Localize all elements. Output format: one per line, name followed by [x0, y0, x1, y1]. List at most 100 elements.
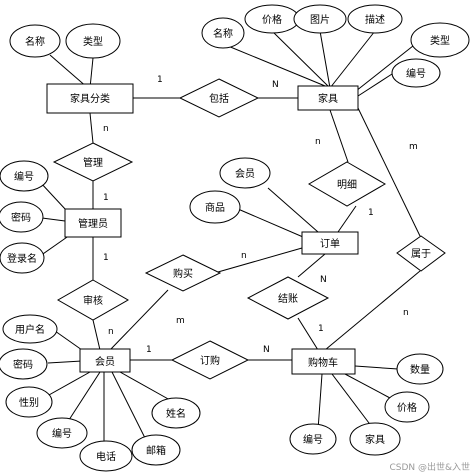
relationship-detail-label: 明细 [337, 178, 357, 191]
watermark: CSDN @出世&入世 [389, 463, 470, 473]
edge-order-settle [297, 253, 326, 278]
svg-text:密码: 密码 [11, 211, 31, 224]
edge-admin-login [39, 234, 71, 257]
edge-member-password [47, 360, 83, 364]
attr-furniture-name: 名称 [201, 17, 245, 49]
attr-member-name: 姓名 [151, 397, 201, 429]
card-belongs-furniture: m [409, 142, 418, 152]
edge-admin-id [39, 181, 67, 211]
edge-cart-furniture [331, 373, 373, 428]
card-contains-furniture: N [272, 80, 279, 90]
edge-furniture-detail [329, 109, 349, 163]
card-audit-member: n [108, 327, 114, 337]
attr-furniture-price: 价格 [244, 4, 300, 34]
svg-text:编号: 编号 [303, 433, 323, 446]
edge-furniture-type [355, 41, 419, 92]
entity-order-label: 订单 [320, 238, 340, 250]
card-audit-admin: 1 [103, 253, 109, 263]
attr-member-email: 邮箱 [131, 434, 181, 466]
svg-text:姓名: 姓名 [166, 407, 186, 420]
attr-member-password: 密码 [0, 348, 48, 380]
svg-text:图片: 图片 [310, 13, 330, 26]
relationship-settle[interactable]: 结账 [246, 276, 330, 320]
card-belongs-cart: n [403, 308, 409, 318]
card-purchase-order: n [241, 251, 247, 261]
svg-text:登录名: 登录名 [7, 252, 37, 265]
attr-order-member: 会员 [219, 157, 271, 189]
relationship-place-order-label: 订购 [200, 354, 220, 367]
entity-furniture[interactable]: 家具 [297, 85, 359, 111]
entity-admin[interactable]: 管理员 [64, 208, 122, 238]
svg-text:性别: 性别 [19, 396, 39, 409]
svg-text:名称: 名称 [213, 27, 233, 40]
relationship-place-order[interactable]: 订购 [170, 340, 250, 380]
attr-member-username: 用户名 [2, 314, 58, 344]
svg-text:邮箱: 邮箱 [146, 444, 166, 457]
edge-belongs-cart [324, 270, 421, 351]
attr-admin-password: 密码 [0, 201, 44, 233]
relationship-audit[interactable]: 审核 [56, 279, 130, 321]
relationship-manage[interactable]: 管理 [52, 142, 134, 182]
svg-text:会员: 会员 [235, 167, 255, 180]
edge-member-email [111, 371, 146, 439]
relationship-contains[interactable]: 包括 [178, 78, 260, 118]
svg-text:类型: 类型 [83, 35, 103, 48]
entity-furniture-label: 家具 [318, 92, 338, 105]
edge-order-member [267, 187, 319, 233]
edges [39, 30, 421, 443]
relationship-contains-label: 包括 [209, 92, 229, 105]
edge-admin-password [41, 217, 66, 222]
card-settle-cart: 1 [318, 324, 324, 334]
svg-text:编号: 编号 [52, 427, 72, 440]
edge-category-type [89, 57, 94, 89]
edge-furniture-image [319, 30, 331, 89]
attr-admin-login: 登录名 [0, 242, 45, 274]
attr-member-gender: 性别 [5, 386, 53, 418]
card-manage-admin: 1 [103, 193, 109, 203]
entity-order[interactable]: 订单 [301, 231, 359, 255]
svg-text:描述: 描述 [365, 13, 385, 26]
svg-text:商品: 商品 [205, 201, 225, 214]
entity-furniture-category-label: 家具分类 [70, 92, 110, 105]
edge-furniture-id [357, 73, 393, 97]
entity-cart-label: 购物车 [308, 356, 338, 369]
attr-admin-id: 编号 [0, 160, 49, 192]
relationship-belongs[interactable]: 属于 [396, 235, 446, 272]
entity-member[interactable]: 会员 [79, 348, 131, 373]
svg-text:类型: 类型 [430, 34, 450, 47]
svg-text:编号: 编号 [14, 170, 34, 183]
attr-furniture-type: 类型 [410, 22, 470, 58]
edge-detail-order [337, 205, 357, 233]
card-place-member: 1 [146, 345, 152, 355]
card-place-cart: N [263, 345, 270, 355]
relationship-purchase-label: 购买 [173, 267, 193, 280]
edge-settle-cart [297, 317, 319, 351]
relationship-settle-label: 结账 [278, 292, 298, 305]
relationship-manage-label: 管理 [83, 156, 103, 169]
edge-order-purchase [217, 247, 303, 273]
svg-text:数量: 数量 [410, 363, 430, 376]
relationship-detail[interactable]: 明细 [308, 161, 386, 207]
edge-member-name [119, 371, 171, 401]
entity-furniture-category[interactable]: 家具分类 [46, 83, 134, 114]
attr-furniture-id: 编号 [391, 58, 441, 88]
card-purchase-member: m [176, 316, 185, 326]
svg-text:密码: 密码 [13, 358, 33, 371]
attr-cart-id: 编号 [289, 423, 337, 455]
edge-cart-price [344, 373, 391, 399]
card-settle-order: N [320, 275, 327, 285]
edge-cart-quantity [354, 365, 399, 370]
edge-furniture-belongs [357, 107, 421, 237]
attr-category-name: 名称 [9, 24, 61, 58]
card-manage-category: n [103, 124, 109, 134]
svg-text:家具: 家具 [365, 433, 385, 446]
edge-audit-member [92, 319, 101, 351]
attr-furniture-image: 图片 [293, 4, 347, 34]
edge-furniture-desc [329, 30, 376, 89]
svg-text:编号: 编号 [406, 67, 426, 80]
relationship-purchase[interactable]: 购买 [144, 254, 222, 292]
entity-cart[interactable]: 购物车 [291, 348, 356, 375]
edge-category-manage [89, 112, 94, 144]
attr-member-phone: 电话 [79, 440, 133, 472]
